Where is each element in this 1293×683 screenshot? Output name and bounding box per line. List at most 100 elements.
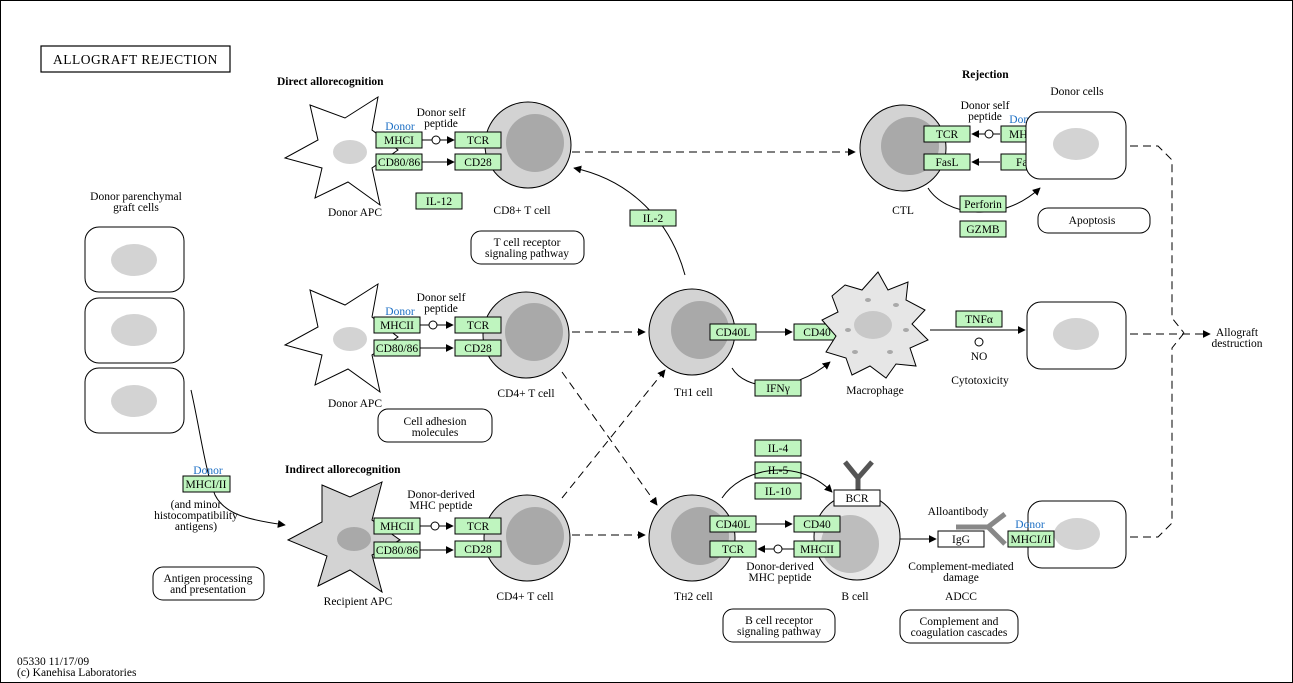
rejection-label: Rejection	[962, 69, 1009, 81]
gene-perforin[interactable]	[959, 195, 1007, 213]
minor-antigens-2: histocompatibility	[154, 510, 238, 522]
gene-il4[interactable]	[754, 439, 802, 457]
complement-damage-1: Complement-mediated	[908, 561, 1014, 573]
gene-bcr-label: BCR	[845, 493, 868, 505]
gene-il4-label: IL-4	[768, 443, 789, 455]
gene-cd28-3-label: CD28	[464, 544, 492, 556]
pathway-bcr-label-1: B cell receptor	[745, 615, 813, 627]
gene-tcr-5-label: TCR	[936, 129, 959, 141]
pathway-tcr-signaling[interactable]	[470, 230, 585, 265]
donor-derived-1-a: Donor-derived	[407, 489, 475, 501]
gene-il10[interactable]	[754, 482, 802, 500]
donor-apc-1-label: Donor APC	[328, 207, 382, 219]
gene-cd28-2[interactable]	[454, 339, 502, 357]
b-cell-label: B cell	[841, 591, 868, 603]
il-to-b-cell-arrow	[721, 469, 833, 499]
donor-label-mhcii-1: Donor	[385, 306, 415, 318]
no-compound[interactable]	[974, 337, 984, 347]
gene-tnfa[interactable]	[955, 310, 1003, 328]
gene-cd80-86-1-label: CD80/86	[378, 157, 420, 169]
pathway-complement-label-1: Complement and	[920, 616, 999, 628]
pathway-complement-label-2: coagulation cascades	[911, 627, 1008, 639]
gene-mhci-ii-right[interactable]	[1007, 530, 1055, 548]
cd4-t-cell-2-label: CD4+ T cell	[496, 591, 553, 603]
gene-mhci-ii-right-label: MHCI/II	[1011, 534, 1052, 546]
graft-cell-2	[84, 297, 185, 364]
gene-mhcii-3[interactable]	[793, 540, 841, 558]
donor-label-mhci-ii-right: Donor	[1015, 519, 1045, 531]
direct-allorecognition-label: Direct allorecognition	[277, 76, 384, 88]
gene-gzmb-label: GZMB	[966, 224, 1000, 236]
donor-self-peptide-1-a: Donor self	[417, 107, 466, 119]
th2-cell-label: TH2 cell	[674, 591, 713, 603]
cd4b-to-th1-arrow	[561, 369, 666, 499]
gene-cd28-1-label: CD28	[464, 157, 492, 169]
gene-mhcii-3-label: MHCII	[800, 544, 834, 556]
donor-self-peptide-3-a: Donor self	[961, 100, 1010, 112]
donor-self-peptide-2-a: Donor self	[417, 292, 466, 304]
pathway-apoptosis[interactable]	[1037, 207, 1151, 234]
gene-cd40-2[interactable]	[793, 515, 841, 533]
gene-fasl-label: FasL	[936, 157, 959, 169]
gene-tcr-2[interactable]	[454, 316, 502, 334]
gene-tcr-4[interactable]	[709, 540, 757, 558]
gene-fasl[interactable]	[923, 153, 971, 171]
cd4-t-cell-1-label: CD4+ T cell	[497, 388, 554, 400]
gene-mhcii-2-label: MHCII	[380, 521, 414, 533]
gene-perforin-label: Perforin	[964, 199, 1002, 211]
footer-id: 05330 11/17/09	[17, 656, 89, 668]
gene-cd40l-2-label: CD40L	[716, 519, 751, 531]
gene-cd28-2-label: CD28	[464, 343, 492, 355]
gene-tcr-4-label: TCR	[722, 544, 745, 556]
indirect-allorecognition-label: Indirect allorecognition	[285, 464, 401, 476]
no-label: NO	[971, 351, 988, 363]
donor-cells-label: Donor cells	[1050, 86, 1104, 98]
gene-ifng-label: IFNγ	[766, 383, 790, 395]
gene-cd40-2-label: CD40	[803, 519, 831, 531]
allograft-destruction-label-2: destruction	[1211, 338, 1262, 350]
gene-ifng[interactable]	[754, 379, 802, 397]
bracket-top	[1130, 145, 1185, 334]
pathway-antigen-processing[interactable]	[152, 566, 265, 601]
il2-arrow	[573, 165, 686, 276]
graft-cell-3	[84, 367, 185, 434]
bracket-bottom	[1130, 332, 1185, 538]
pathway-antigen-processing-label-2: and presentation	[170, 584, 246, 596]
gene-il10-label: IL-10	[765, 486, 791, 498]
gene-mhci-ii-left[interactable]	[182, 475, 231, 493]
recipient-apc-label: Recipient APC	[324, 596, 393, 608]
gene-cd28-1[interactable]	[454, 153, 502, 171]
donor-self-peptide-3-b: peptide	[968, 111, 1002, 123]
pathway-cell-adhesion-label-1: Cell adhesion	[404, 416, 467, 428]
gene-tcr-1[interactable]	[454, 131, 502, 149]
gene-cd28-3[interactable]	[454, 540, 502, 558]
gene-igg[interactable]	[937, 530, 985, 548]
pathway-cell-adhesion-label-2: molecules	[412, 427, 459, 439]
gene-tcr-2-label: TCR	[467, 320, 490, 332]
alloantibody-icon	[956, 512, 1007, 546]
title-box	[40, 45, 231, 73]
macrophage-label: Macrophage	[846, 385, 903, 397]
pathway-cell-adhesion[interactable]	[377, 408, 493, 443]
pathway-bcr-signaling[interactable]	[722, 608, 836, 643]
donor-derived-2-a: Donor-derived	[746, 561, 814, 573]
gene-tcr-5[interactable]	[923, 125, 971, 143]
gene-il12-label: IL-12	[426, 196, 452, 208]
gene-il2[interactable]	[629, 209, 677, 227]
gene-gzmb[interactable]	[959, 220, 1007, 238]
donor-label-mhci-1: Donor	[385, 121, 415, 133]
minor-antigens-3: antigens)	[175, 521, 217, 533]
pathway-complement[interactable]	[899, 609, 1019, 644]
footer-copyright: (c) Kanehisa Laboratories	[17, 667, 137, 679]
gene-il12[interactable]	[415, 192, 463, 210]
gene-bcr[interactable]	[833, 489, 881, 507]
gene-tcr-3[interactable]	[454, 517, 502, 535]
gene-cd40-1-label: CD40	[803, 327, 831, 339]
bcr-antibody-icon	[843, 460, 874, 490]
donor-cell-top	[1025, 111, 1127, 180]
pathway-antigen-processing-label-1: Antigen processing	[163, 573, 252, 585]
cd8-t-cell-label: CD8+ T cell	[493, 205, 550, 217]
gene-mhci-ii-left-label: MHCI/II	[186, 479, 227, 491]
page-title: ALLOGRAFT REJECTION	[53, 52, 218, 67]
